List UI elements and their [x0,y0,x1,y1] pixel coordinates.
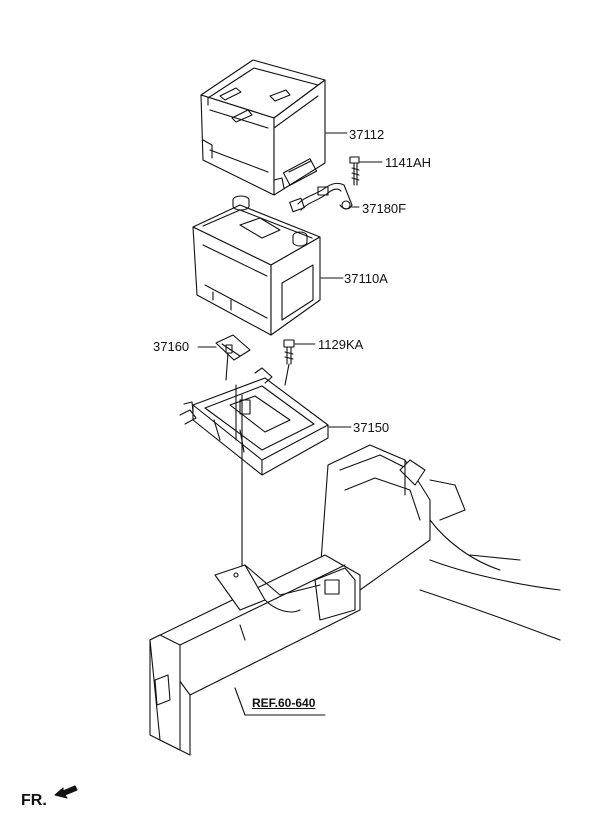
label-37110a: 37110A [344,271,388,286]
connector-lines [235,384,243,576]
label-37112: 37112 [349,127,385,142]
bolt-1129ka [283,339,316,386]
label-37150: 37150 [353,420,390,435]
label-37160: 37160 [153,339,190,354]
battery-37110a [192,195,344,336]
cable-37180f [289,182,360,213]
bracket-37160 [197,334,251,381]
front-label: FR. [21,792,47,809]
battery-tray-37150 [179,367,352,476]
front-arrow-icon [54,785,78,799]
reference-label: REF.60-640 [252,696,316,710]
label-1129ka: 1129KA [318,337,364,352]
body-member [149,444,561,756]
bolt-1141ah [349,156,383,186]
label-37180f: 37180F [362,201,407,216]
label-1141ah: 1141AH [385,155,432,170]
battery-cover-37112 [200,59,348,196]
